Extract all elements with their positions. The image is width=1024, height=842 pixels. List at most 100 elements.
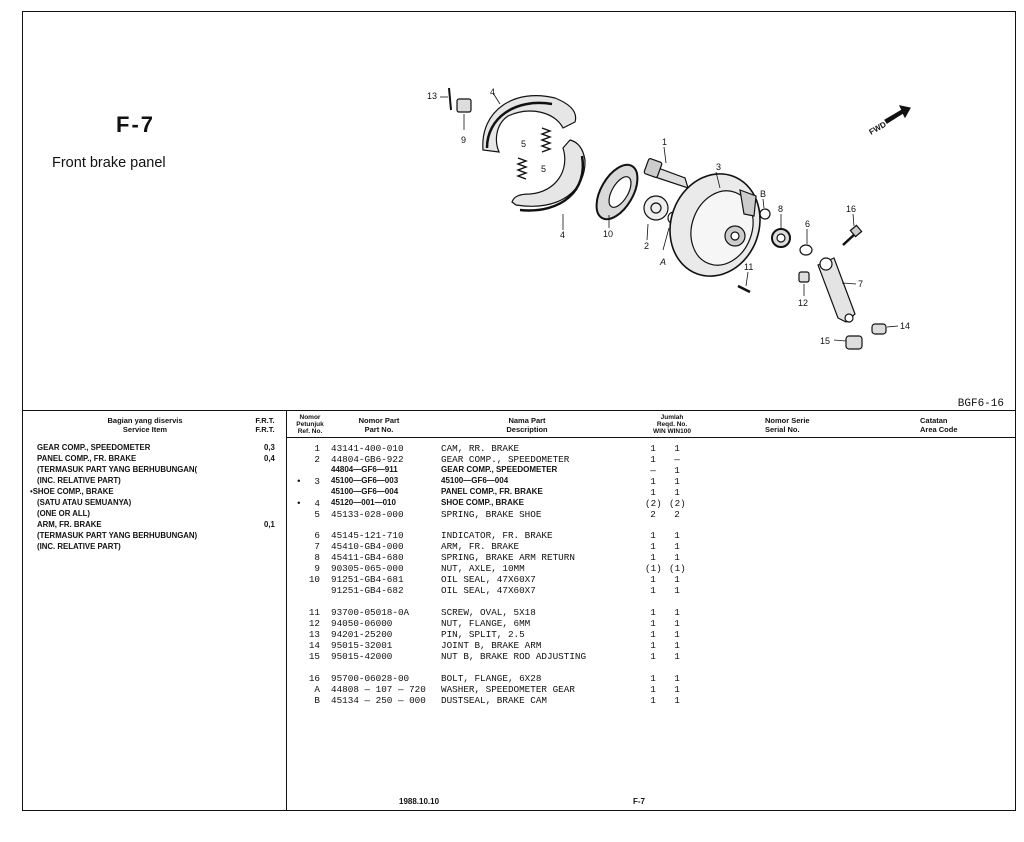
part-desc: PANEL COMP., FR. BRAKE: [441, 487, 543, 496]
callout-label: 4: [490, 87, 495, 97]
service-frt: 0,1: [264, 520, 275, 529]
part-q2: 1: [674, 574, 680, 585]
service-item: (INC. RELATIVE PART): [37, 542, 121, 551]
part-part: 94201-25200: [331, 629, 393, 640]
callout-label: 12: [798, 298, 808, 308]
part-desc: OIL SEAL, 47X60X7: [441, 574, 536, 585]
part-ref: 14: [308, 640, 320, 651]
part-part: 43141-400-010: [331, 443, 404, 454]
header-serial: Nomor Serie Serial No.: [765, 416, 810, 434]
callout-label: 6: [805, 219, 810, 229]
callout-label: 9: [461, 135, 466, 145]
part-part: 45411-GB4-680: [331, 552, 404, 563]
service-item: (INC. RELATIVE PART): [37, 476, 121, 485]
part-q2: 1: [674, 465, 680, 476]
part-q1: 1: [650, 552, 656, 563]
header-part-no: Nomor Part Part No.: [358, 416, 400, 434]
fwd-label: FWD: [868, 120, 888, 137]
part-part: 93700-05018-0A: [331, 607, 410, 618]
part-q2: 1: [674, 530, 680, 541]
part-desc: 45100—GF6—004: [441, 476, 509, 485]
callout-label: 16: [846, 204, 856, 214]
part-q1: 1: [650, 574, 656, 585]
part-desc: NUT B, BRAKE ROD ADJUSTING: [441, 651, 587, 662]
part-desc: NUT, FLANGE, 6MM: [441, 618, 531, 629]
part-part: 45100—GF6—004: [331, 487, 399, 496]
part-q1: 1: [650, 443, 656, 454]
part-part: 45134 — 250 — 000: [331, 695, 426, 706]
part-part: 95700-06028-00: [331, 673, 410, 684]
callout-label: 5: [521, 139, 526, 149]
section-title: Front brake panel: [52, 155, 166, 171]
header-service: Bagian yang diservis Service Item: [107, 416, 183, 434]
header-description: Nama Part Description: [506, 416, 548, 434]
part-q1: 1: [650, 607, 656, 618]
header-underline: [286, 437, 1016, 438]
callout-label: A: [659, 257, 666, 267]
part-q1: (1): [645, 563, 662, 574]
footer-date: 1988.10.10: [399, 797, 440, 806]
header-frt: F.R.T. F.R.T.: [255, 416, 275, 434]
part-ref: 5: [314, 509, 320, 520]
part-desc: SHOE COMP., BRAKE: [441, 498, 524, 507]
part-ref: 3: [314, 476, 320, 487]
part-q2: 1: [674, 673, 680, 684]
part-mark: •: [296, 498, 302, 509]
part-ref: 16: [308, 673, 320, 684]
part-desc: GEAR COMP., SPEEDOMETER: [441, 465, 558, 474]
part-ref: 12: [308, 618, 320, 629]
part-q1: 1: [650, 695, 656, 706]
part-q1: 1: [650, 673, 656, 684]
callout-label: B: [760, 189, 766, 199]
service-frt: 0,4: [264, 454, 275, 463]
callout-label: 7: [858, 279, 863, 289]
callout-label: 4: [560, 230, 565, 240]
service-item: (ONE OR ALL): [37, 509, 90, 518]
part-q2: 1: [674, 443, 680, 454]
part-q1: 1: [650, 640, 656, 651]
part-q1: 1: [650, 541, 656, 552]
part-q2: (1): [669, 563, 686, 574]
part-desc: OIL SEAL, 47X60X7: [441, 585, 536, 596]
service-item: GEAR COMP., SPEEDOMETER: [37, 443, 151, 452]
service-item: PANEL COMP., FR. BRAKE: [37, 454, 137, 463]
part-q1: 1: [650, 585, 656, 596]
part-q2: 1: [674, 607, 680, 618]
part-q1: 1: [650, 476, 656, 487]
callout-label: 15: [820, 336, 830, 346]
part-q1: 1: [650, 530, 656, 541]
part-ref: 2: [314, 454, 320, 465]
callout-label: 10: [603, 229, 613, 239]
part-desc: DUSTSEAL, BRAKE CAM: [441, 695, 548, 706]
header-notes: Catatan Area Code: [920, 416, 958, 434]
part-ref: 6: [314, 530, 320, 541]
part-part: 91251-GB4-681: [331, 574, 404, 585]
part-part: 45100—GF6—003: [331, 476, 399, 485]
service-item: ARM, FR. BRAKE: [37, 520, 102, 529]
part-q1: —: [650, 465, 656, 476]
drawing-number: BGF6-16: [957, 398, 1004, 410]
header-quantity: Jumlah Reqd. No. WIN WIN100: [653, 414, 691, 435]
callout-label: 11: [744, 262, 753, 272]
table-top-rule: [22, 410, 1016, 411]
part-q1: 1: [650, 651, 656, 662]
part-q2: 2: [674, 509, 680, 520]
service-item: (TERMASUK PART YANG BERHUBUNGAN(: [37, 465, 198, 474]
part-ref: 8: [314, 552, 320, 563]
callout-label: 14: [900, 321, 910, 331]
part-q1: (2): [645, 498, 662, 509]
part-ref: 11: [308, 607, 320, 618]
part-q2: —: [674, 454, 680, 465]
part-ref: 7: [314, 541, 320, 552]
part-part: 45410-GB4-000: [331, 541, 404, 552]
footer-page: F-7: [633, 797, 645, 806]
part-q2: 1: [674, 585, 680, 596]
part-desc: WASHER, SPEEDOMETER GEAR: [441, 684, 575, 695]
part-q1: 1: [650, 454, 656, 465]
part-desc: SPRING, BRAKE SHOE: [441, 509, 542, 520]
part-q2: 1: [674, 552, 680, 563]
part-ref: 13: [308, 629, 320, 640]
part-desc: NUT, AXLE, 10MM: [441, 563, 525, 574]
part-desc: BOLT, FLANGE, 6X28: [441, 673, 542, 684]
